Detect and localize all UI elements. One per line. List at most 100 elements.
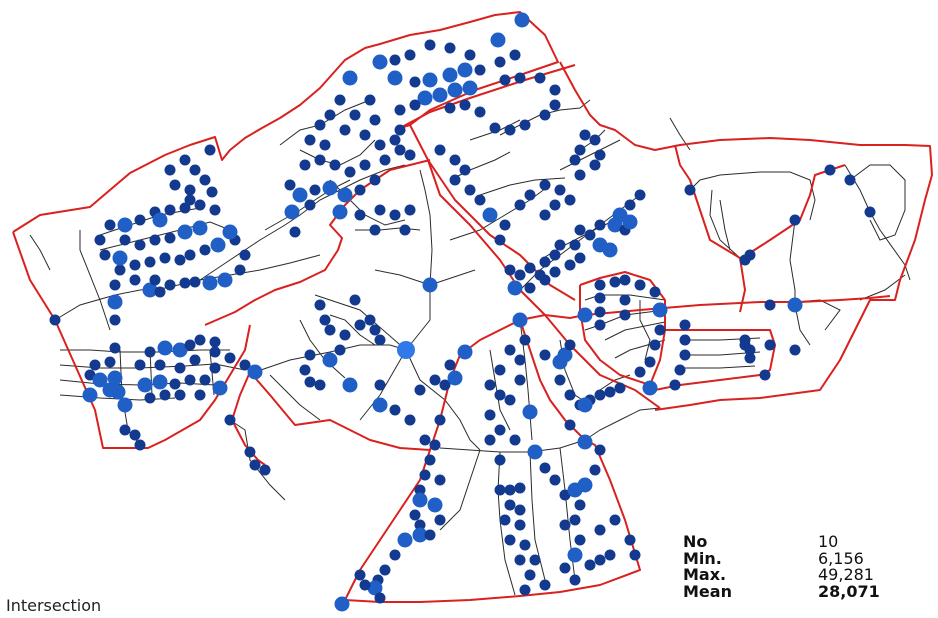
intersection-node [524,569,536,581]
intersection-node [442,67,458,83]
intersection-node [134,214,146,226]
intersection-node [177,224,193,240]
intersection-node [199,374,211,386]
intersection-node [489,122,501,134]
intersection-node [789,214,801,226]
intersection-node [424,454,436,466]
intersection-node [684,184,696,196]
intersection-node [324,109,336,121]
intersection-node [419,434,431,446]
intersection-node [609,276,621,288]
boundary-line [559,61,933,411]
intersection-node [459,99,471,111]
intersection-node [419,469,431,481]
intersection-node [174,362,186,374]
intersection-node [499,219,511,231]
street-line [844,164,911,281]
intersection-node [474,106,486,118]
intersection-node [594,306,606,318]
intersection-node [649,286,661,298]
intersection-node [459,164,471,176]
intersection-node [494,364,506,376]
intersection-node [539,274,551,286]
intersection-node [622,214,638,230]
intersection-node [577,477,593,493]
intersection-node [112,250,128,266]
intersection-node [494,389,506,401]
intersection-node [107,294,123,310]
intersection-node [349,294,361,306]
street-line [29,234,51,271]
intersection-node [284,204,300,220]
intersection-node [206,186,218,198]
intersection-node [414,519,426,531]
intersection-node [359,579,371,591]
intersection-node [144,392,156,404]
intersection-node [369,224,381,236]
intersection-node [374,204,386,216]
intersection-node [322,180,338,196]
intersection-node [534,72,546,84]
intersection-node [397,532,413,548]
intersection-node [314,119,326,131]
intersection-node [564,419,576,431]
intersection-node [744,352,756,364]
intersection-node [49,314,61,326]
intersection-node [149,274,161,286]
intersection-node [184,339,196,351]
intersection-node [554,184,566,196]
intersection-node [102,382,118,398]
intersection-node [314,299,326,311]
intersection-node [209,362,221,374]
intersection-node [539,462,551,474]
intersection-node [679,349,691,361]
intersection-node [334,94,346,106]
intersection-node [527,444,543,460]
street-line [429,269,476,286]
intersection-node [354,569,366,581]
intersection-node [354,319,366,331]
intersection-node [522,404,538,420]
intersection-node [309,184,321,196]
intersection-node [589,134,601,146]
intersection-node [209,204,221,216]
intersection-node [314,379,326,391]
boundary-line [519,314,586,321]
intersection-node [154,286,166,298]
intersection-node [504,534,516,546]
intersection-node [404,204,416,216]
intersection-node [457,62,473,78]
intersection-node [494,56,506,68]
intersection-node [457,344,473,360]
intersection-node [210,237,226,253]
intersection-node [629,549,641,561]
intersection-node [434,144,446,156]
intersection-node [179,277,191,289]
intersection-node [389,549,401,561]
intersection-node [499,74,511,86]
intersection-nodes [49,12,876,612]
intersection-node [644,356,656,368]
intersection-node [539,256,551,268]
street-line [709,189,741,259]
intersection-node [519,539,531,551]
street-line [439,439,586,453]
intersection-node [652,302,668,318]
intersection-node [289,226,301,238]
intersection-node [422,72,438,88]
intersection-node [117,397,133,413]
intersection-node [304,376,316,388]
intersection-node [244,446,256,458]
intersection-node [322,352,338,368]
intersection-node [559,489,571,501]
street-line [449,184,551,241]
intersection-node [512,312,528,328]
intersection-node [359,129,371,141]
intersection-node [569,154,581,166]
intersection-node [554,374,566,386]
intersection-node [514,12,530,28]
intersection-node [129,429,141,441]
intersection-node [414,484,426,496]
intersection-node [444,42,456,54]
intersection-node [594,389,606,401]
